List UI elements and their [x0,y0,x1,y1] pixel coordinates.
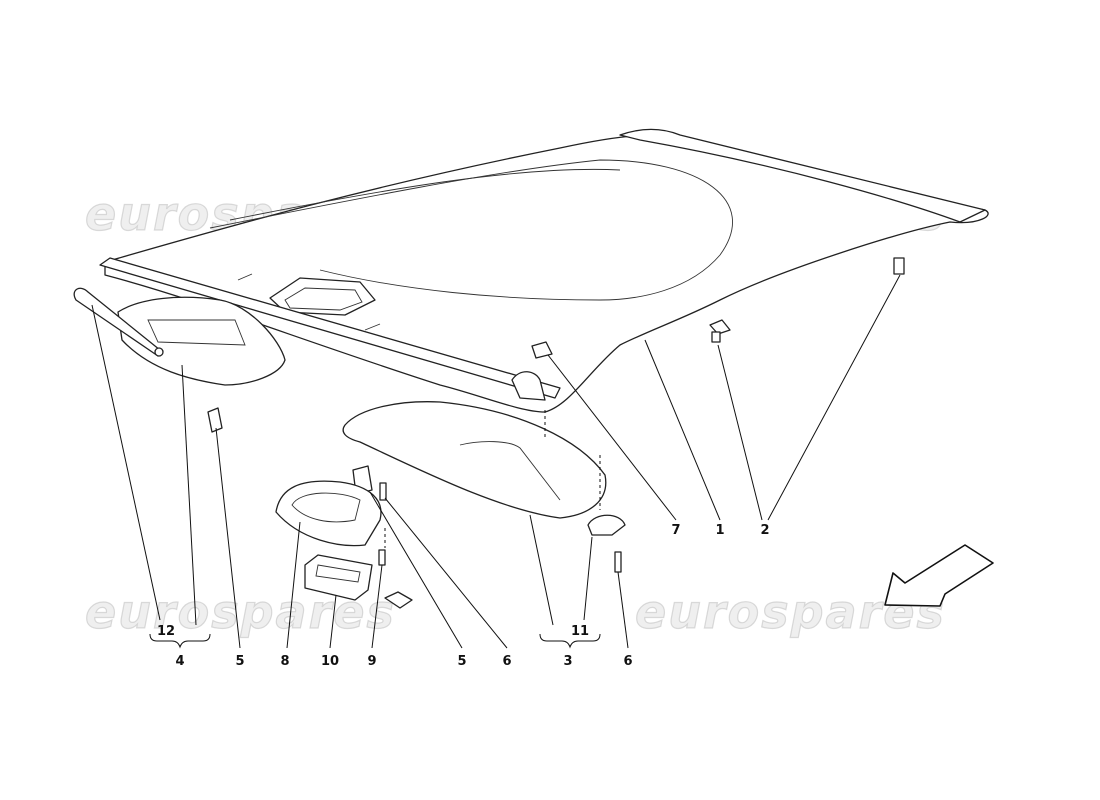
callout-9: 9 [367,654,376,669]
light-housing-8 [275,480,382,547]
screw-6b [614,551,622,573]
bracket-11 [587,514,626,536]
callout-12: 12 [157,624,175,639]
screw-6 [379,482,387,501]
callouts: 12 4 5 8 10 9 5 6 11 3 6 7 1 2 [157,523,770,669]
callout-4: 4 [175,654,184,669]
clip-5 [207,407,223,433]
courtesy-light-10 [304,554,373,601]
clip-7 [531,341,553,359]
watermark: eurospares [85,585,396,639]
leader-lines [91,274,901,649]
screw-9 [378,549,386,566]
callout-5: 5 [457,654,466,669]
callout-2: 2 [760,523,769,538]
callout-8: 8 [280,654,289,669]
connector [384,591,413,609]
callout-3: 3 [563,654,572,669]
screw-2b [893,257,905,275]
callout-10: 10 [321,654,339,669]
screw-2a [711,331,721,343]
callout-1: 1 [715,523,724,538]
callout-5: 5 [235,654,244,669]
headliner [99,128,989,413]
sun-visor-left [73,287,286,386]
callout-11: 11 [571,624,589,639]
arrow-down-left-icon [884,544,994,607]
callout-6: 6 [623,654,632,669]
callout-6: 6 [502,654,511,669]
callout-7: 7 [671,523,680,538]
small-parts [207,257,905,609]
